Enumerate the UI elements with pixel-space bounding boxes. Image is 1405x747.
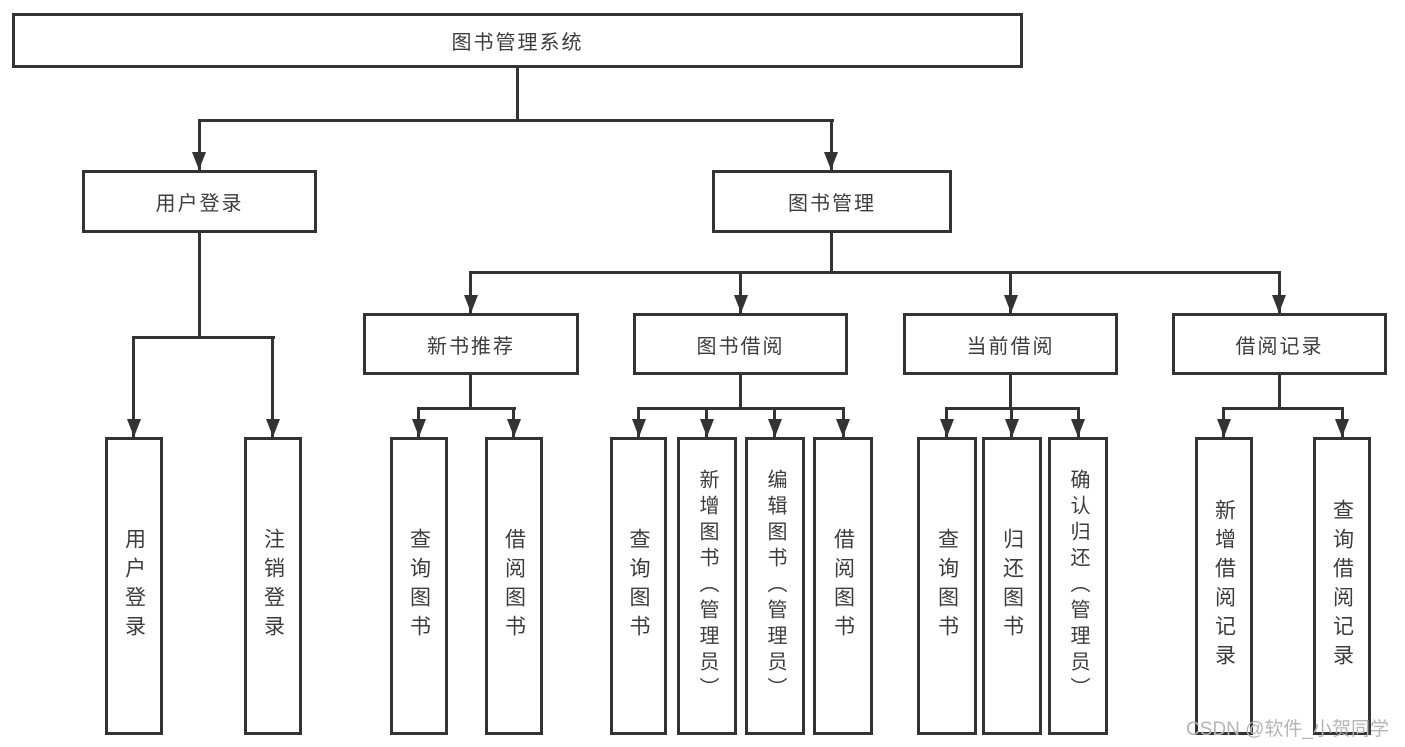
leaf-bookborrow-edit: 编辑图书（管理员）	[745, 437, 805, 735]
leaf-logout: 注销登录	[244, 437, 302, 735]
node-user-login: 用户登录	[82, 170, 317, 233]
arrow-bookborrow-leaf-2	[700, 419, 714, 437]
node-book-mgmt: 图书管理	[712, 170, 952, 233]
arrow-to-logout-leaf	[266, 419, 280, 437]
arrow-bookborrow-leaf-3	[768, 419, 782, 437]
connector-bookmgmt-drop-2	[739, 271, 742, 313]
connector-bookmgmt-bar	[469, 271, 1281, 274]
connector-userlogin-drop-1	[132, 336, 135, 437]
arrow-to-user-login	[192, 152, 206, 170]
node-current-borrow-label: 当前借阅	[966, 335, 1055, 358]
connector-bookborrow-bar	[637, 407, 845, 410]
arrow-to-borrow-record	[1272, 295, 1286, 313]
leaf-user-login-label: 用户登录	[122, 528, 146, 644]
connector-newbook-stem	[469, 375, 472, 407]
connector-userlogin-stem	[198, 233, 201, 336]
connector-borrowrecord-stem	[1278, 375, 1281, 407]
node-borrow-record: 借阅记录	[1172, 313, 1387, 375]
arrow-newbook-leaf-1	[412, 419, 426, 437]
connector-newbook-bar	[417, 407, 516, 410]
connector-bookmgmt-drop-4	[1278, 271, 1281, 313]
connector-bookmgmt-drop-1	[469, 271, 472, 313]
leaf-record-add: 新增借阅记录	[1195, 437, 1253, 735]
arrow-to-book-borrow	[734, 295, 748, 313]
node-new-book-label: 新书推荐	[427, 335, 515, 358]
leaf-bookborrow-edit-label: 编辑图书（管理员）	[764, 469, 786, 703]
node-root: 图书管理系统	[12, 13, 1023, 68]
leaf-bookborrow-query: 查询图书	[610, 437, 667, 735]
arrow-currentborrow-leaf-2	[1005, 419, 1019, 437]
csdn-watermark: CSDN @软件_小贺同学	[1186, 719, 1389, 740]
leaf-user-login: 用户登录	[105, 437, 163, 735]
arrow-borrowrecord-leaf-1	[1217, 419, 1231, 437]
leaf-current-query-label: 查询图书	[935, 528, 959, 644]
arrow-borrowrecord-leaf-2	[1335, 419, 1349, 437]
node-borrow-record-label: 借阅记录	[1235, 335, 1324, 358]
leaf-current-return-label: 归还图书	[1000, 528, 1024, 644]
leaf-current-confirm-return-label: 确认归还（管理员）	[1067, 469, 1089, 703]
leaf-current-query: 查询图书	[917, 437, 977, 735]
connector-userlogin-bar	[132, 336, 275, 339]
leaf-bookborrow-add-label: 新增图书（管理员）	[696, 469, 718, 703]
connector-root-bar	[198, 119, 834, 122]
arrow-to-current-borrow	[1004, 295, 1018, 313]
leaf-bookborrow-borrow: 借阅图书	[813, 437, 873, 735]
leaf-record-query-label: 查询借阅记录	[1330, 499, 1354, 673]
connector-bookborrow-stem	[739, 375, 742, 407]
node-new-book: 新书推荐	[363, 313, 579, 375]
arrow-currentborrow-leaf-3	[1071, 419, 1085, 437]
arrow-bookborrow-leaf-4	[836, 419, 850, 437]
connector-root-right-drop	[830, 119, 833, 170]
leaf-newbook-query: 查询图书	[390, 437, 448, 735]
node-book-borrow-label: 图书借阅	[696, 335, 785, 358]
leaf-record-query: 查询借阅记录	[1313, 437, 1371, 735]
connector-currentborrow-stem	[1009, 375, 1012, 407]
leaf-current-confirm-return: 确认归还（管理员）	[1048, 437, 1108, 735]
node-user-login-label: 用户登录	[155, 193, 244, 215]
leaf-newbook-borrow: 借阅图书	[485, 437, 543, 735]
arrow-currentborrow-leaf-1	[940, 419, 954, 437]
connector-bookmgmt-drop-3	[1009, 271, 1012, 313]
leaf-bookborrow-borrow-label: 借阅图书	[831, 528, 855, 644]
leaf-logout-label: 注销登录	[261, 528, 285, 644]
node-book-borrow: 图书借阅	[633, 313, 848, 375]
node-root-label: 图书管理系统	[451, 32, 584, 54]
leaf-newbook-borrow-label: 借阅图书	[502, 528, 526, 644]
connector-root-left-drop	[198, 119, 201, 170]
leaf-current-return: 归还图书	[982, 437, 1042, 735]
node-book-mgmt-label: 图书管理	[788, 193, 876, 215]
connector-root-stem	[516, 68, 519, 120]
arrow-bookborrow-leaf-1	[632, 419, 646, 437]
leaf-bookborrow-add: 新增图书（管理员）	[677, 437, 737, 735]
connector-userlogin-drop-2	[271, 336, 274, 437]
leaf-bookborrow-query-label: 查询图书	[627, 528, 650, 644]
arrow-to-book-mgmt	[824, 152, 838, 170]
connector-borrowrecord-bar	[1222, 407, 1344, 410]
connector-bookmgmt-stem	[830, 233, 833, 274]
leaf-newbook-query-label: 查询图书	[407, 528, 431, 644]
arrow-newbook-leaf-2	[507, 419, 521, 437]
arrow-to-user-login-leaf	[127, 419, 141, 437]
arrow-to-new-book	[464, 295, 478, 313]
node-current-borrow: 当前借阅	[903, 313, 1118, 375]
leaf-record-add-label: 新增借阅记录	[1212, 499, 1236, 673]
